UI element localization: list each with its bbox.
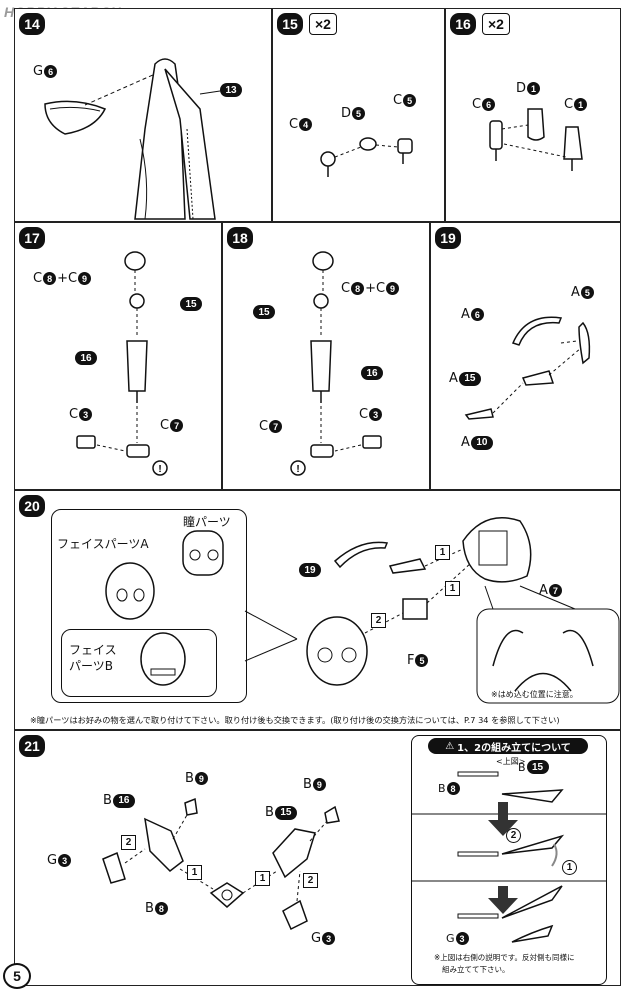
label-19-s20: 19: [299, 563, 321, 577]
marker-1a: 1: [435, 545, 450, 560]
step-14-illustration: [44, 58, 221, 220]
marker-21-2a: 2: [121, 835, 136, 850]
caution-step-2: 2: [506, 828, 521, 843]
step-18-illustration: !: [290, 251, 382, 476]
footnote-20: ※瞳パーツはお好みの物を選んで取り付けて下さい。取り付け後も交換できます。(取り…: [30, 715, 560, 725]
svg-text:!: !: [296, 464, 299, 475]
step-21-number: 21: [19, 735, 45, 757]
label-13: 13: [220, 83, 242, 97]
step-19-illustration: [464, 316, 591, 420]
marker-21-2b: 2: [303, 873, 318, 888]
step-21-illustration: [102, 797, 340, 931]
step-16-multiplier: ×2: [482, 13, 510, 35]
step-16-illustration: [489, 108, 583, 171]
f-label-text: F: [407, 653, 415, 668]
face-a-label: フェイスパーツA: [57, 537, 149, 551]
face-b-callout: [61, 629, 217, 697]
step-20-number: 20: [19, 495, 45, 517]
caution-header: ⚠1、2の組み立てについて: [428, 738, 588, 754]
step-16-number: 16: [450, 13, 476, 35]
warning-icon: ⚠: [445, 740, 455, 752]
step-15-illustration: [320, 137, 413, 177]
step-20-panel: 20 瞳パーツ フェイスパーツA フェイス パーツB: [14, 490, 621, 730]
top-view-label: <上図>: [496, 757, 526, 766]
page-number: 5: [3, 963, 31, 989]
step-19-number: 19: [435, 227, 461, 249]
marker-2: 2: [371, 613, 386, 628]
step-17-illustration: !: [76, 251, 168, 476]
marker-1b: 1: [445, 581, 460, 596]
face-b-label-1: フェイス: [69, 643, 117, 657]
pupil-parts-label: 瞳パーツ: [183, 515, 231, 529]
step-15-number: 15: [277, 13, 303, 35]
caution-step-1: 1: [562, 860, 577, 875]
label-16: 16: [75, 351, 97, 365]
step-18-number: 18: [227, 227, 253, 249]
step-20-illustration: [105, 517, 620, 704]
caution-title: 1、2の組み立てについて: [457, 742, 571, 754]
label-15-18: 15: [253, 305, 275, 319]
step-14-number: 14: [19, 13, 45, 35]
face-b-label-2: パーツB: [69, 659, 113, 673]
label-15: 15: [180, 297, 202, 311]
step-15-multiplier: ×2: [309, 13, 337, 35]
marker-21-1b: 1: [255, 871, 270, 886]
marker-21-1a: 1: [187, 865, 202, 880]
caution-note-1: ※上図は右側の説明です。反対側も同様に: [434, 953, 575, 962]
position-note: ※はめ込む位置に注意。: [491, 690, 578, 699]
a-label-text: A: [539, 583, 548, 598]
caution-note-2: 組み立てて下さい。: [442, 965, 510, 974]
step-17-number: 17: [19, 227, 45, 249]
label-16-18: 16: [361, 366, 383, 380]
svg-text:!: !: [158, 464, 161, 475]
caution-illustration: [412, 771, 606, 943]
